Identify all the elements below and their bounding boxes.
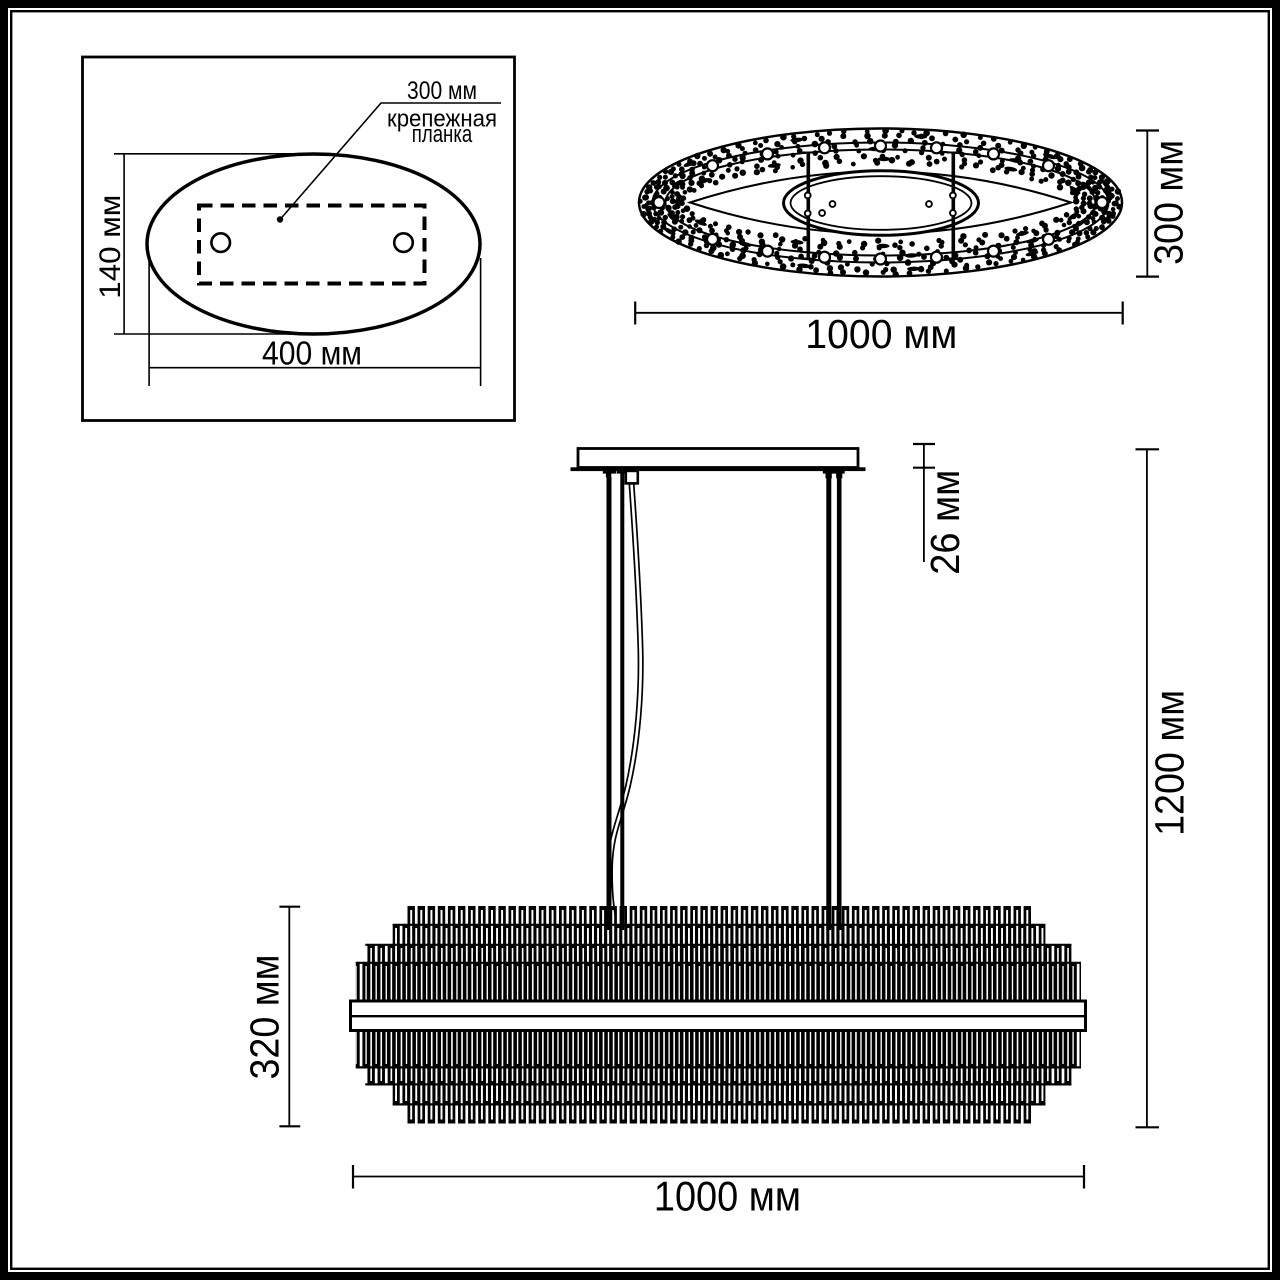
svg-text:1200 мм: 1200 мм bbox=[1147, 690, 1193, 836]
svg-text:1000 мм: 1000 мм bbox=[654, 1172, 801, 1219]
svg-text:140 мм: 140 мм bbox=[94, 195, 127, 299]
svg-text:планка: планка bbox=[412, 121, 473, 148]
svg-text:1000 мм: 1000 мм bbox=[805, 311, 957, 357]
svg-text:300 мм: 300 мм bbox=[407, 77, 477, 105]
svg-text:320 мм: 320 мм bbox=[242, 955, 288, 1080]
svg-text:крепежная: крепежная bbox=[387, 106, 497, 133]
svg-text:26 мм: 26 мм bbox=[922, 470, 968, 575]
svg-text:400 мм: 400 мм bbox=[262, 335, 362, 372]
svg-text:300 мм: 300 мм bbox=[1146, 140, 1192, 265]
